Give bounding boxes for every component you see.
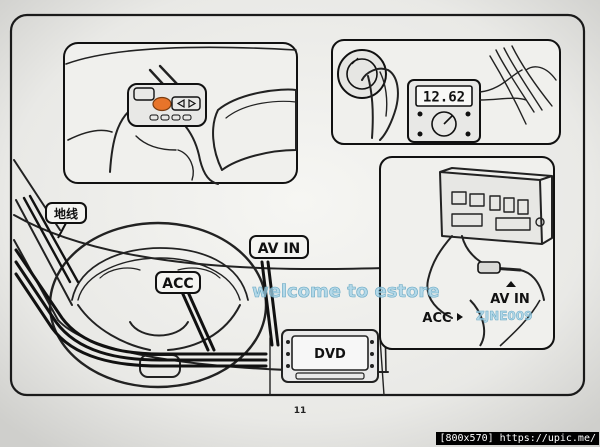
multimeter-reading: 12.62 bbox=[423, 90, 465, 106]
av-in-callout-left: AV IN bbox=[249, 235, 309, 259]
record-button bbox=[152, 96, 172, 112]
dvd-label: DVD bbox=[314, 347, 346, 362]
acc-callout-left: ACC bbox=[155, 271, 201, 294]
page-frame bbox=[9, 13, 586, 397]
inset-mirror-camera bbox=[63, 42, 298, 185]
inset-headunit-wiring bbox=[379, 156, 555, 350]
acc-label-left: ACC bbox=[162, 276, 193, 292]
dvd-head-unit bbox=[281, 329, 379, 383]
watermark-line-1: welcome to estore bbox=[252, 281, 440, 302]
harness-wires bbox=[180, 260, 280, 352]
ground-wire-label: 地线 bbox=[54, 206, 78, 221]
page-number: 11 bbox=[294, 406, 307, 416]
inset-ignition-multimeter: 12.62 bbox=[331, 39, 561, 145]
multimeter-display bbox=[415, 85, 473, 107]
ground-wire-callout: 地线 bbox=[45, 202, 87, 239]
av-in-label-right: AV IN bbox=[490, 292, 529, 307]
acc-label-right: ACC bbox=[422, 311, 451, 326]
watermark-line-2: ZJNE009 bbox=[476, 309, 532, 323]
ground-wire-bundle bbox=[14, 194, 268, 368]
image-host-caption: [800x570] https://upic.me/ bbox=[436, 432, 599, 445]
av-in-label-left: AV IN bbox=[258, 241, 301, 257]
